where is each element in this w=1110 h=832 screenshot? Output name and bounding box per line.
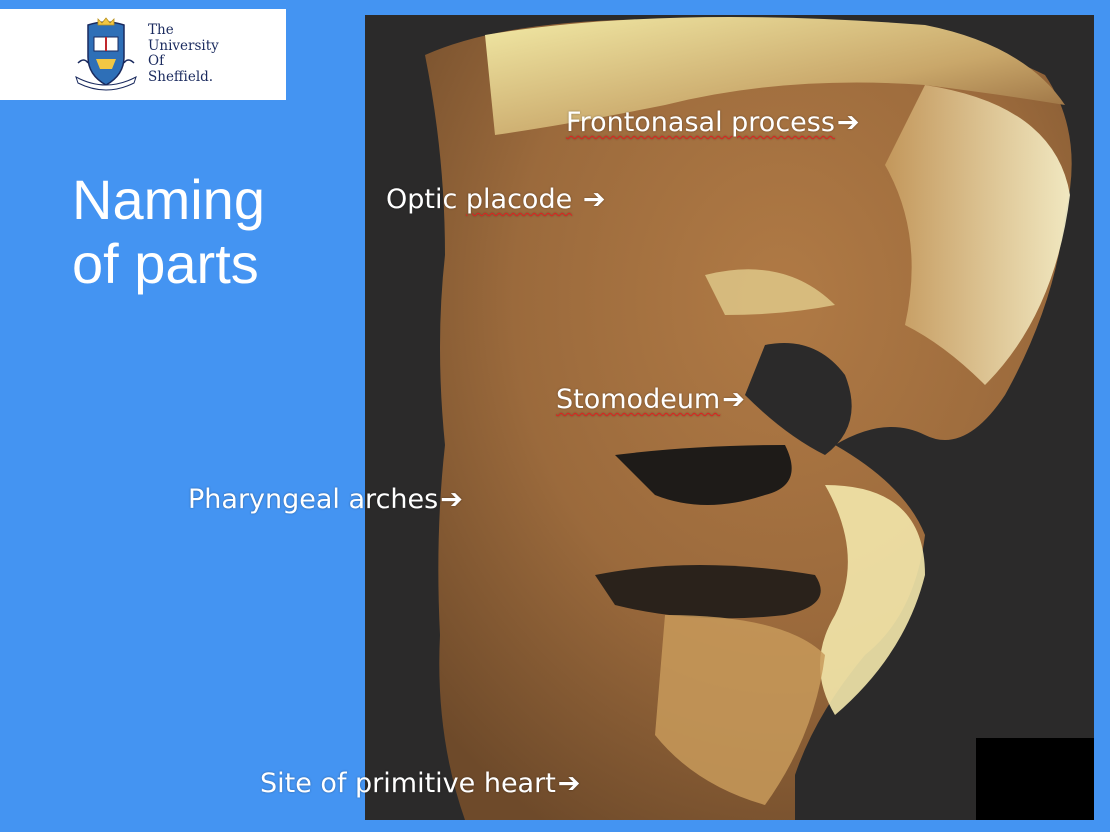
logo-line: University [148,37,219,54]
slide-title: Naming of parts [72,168,265,296]
embryo-illustration [425,17,1072,820]
label-primitive-heart: Site of primitive heart➔ [260,768,580,800]
logo-line: Sheffield. [148,68,214,85]
label-optic-placode: Optic placode ➔ [386,184,605,216]
logo-line: Of [148,53,165,69]
label-text: Pharyngeal arches [188,484,439,515]
university-crest-icon [75,17,137,91]
slide-title-line-1: Naming [72,168,265,231]
label-text: Stomodeum [556,384,721,415]
embryo-photo [365,15,1094,820]
university-logo: The University Of Sheffield. [0,9,286,100]
arrow-right-icon: ➔ [557,768,581,799]
label-text: Frontonasal process [566,107,835,138]
arrow-right-icon: ➔ [836,107,860,138]
arrow-right-icon: ➔ [440,484,463,515]
label-pharyngeal-arches: Pharyngeal arches➔ [188,484,463,516]
black-box [976,738,1094,820]
label-stomodeum: Stomodeum➔ [556,384,745,416]
slide-title-line-2: of parts [72,232,259,295]
arrow-right-icon: ➔ [722,384,745,415]
university-name: The University Of Sheffield. [148,22,219,85]
logo-line: The [148,22,174,38]
label-frontonasal-process: Frontonasal process➔ [566,107,860,139]
arrow-right-icon: ➔ [582,184,606,215]
label-text: placode [465,184,573,215]
label-text: Site of primitive heart [260,768,556,799]
label-text: Optic [386,184,466,215]
